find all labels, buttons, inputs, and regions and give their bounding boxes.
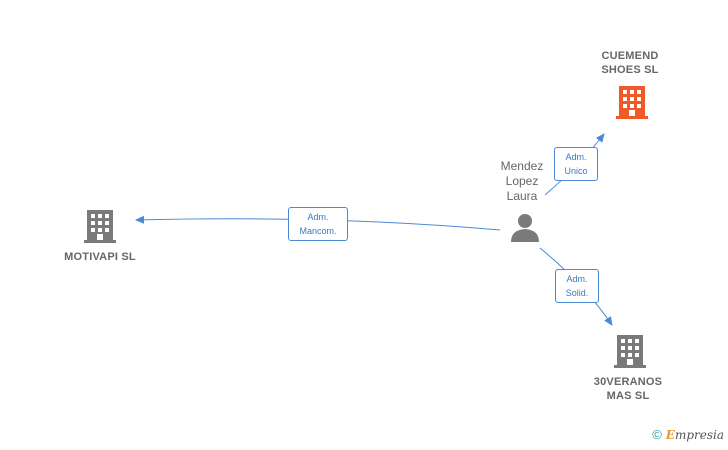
node-label-motivapi[interactable]: MOTIVAPI SL: [64, 251, 136, 263]
building-icon[interactable]: [616, 86, 648, 119]
building-icon[interactable]: [614, 335, 646, 368]
edge-label-adm-unico: Adm. Unico: [554, 147, 598, 181]
brand-logo: Empresia: [665, 427, 724, 442]
edge-label-adm-mancom: Adm. Mancom.: [288, 207, 348, 241]
node-label-30veranos[interactable]: 30VERANOS MAS SL: [593, 376, 663, 402]
watermark: © Empresia: [652, 427, 724, 442]
building-icon[interactable]: [84, 210, 116, 243]
person-icon[interactable]: [511, 214, 539, 242]
edge-label-adm-solid: Adm. Solid.: [555, 269, 599, 303]
copyright-icon: ©: [652, 427, 662, 442]
person-label[interactable]: Mendez Lopez Laura: [500, 159, 544, 203]
node-label-cuemend[interactable]: CUEMEND SHOES SL: [601, 50, 659, 76]
